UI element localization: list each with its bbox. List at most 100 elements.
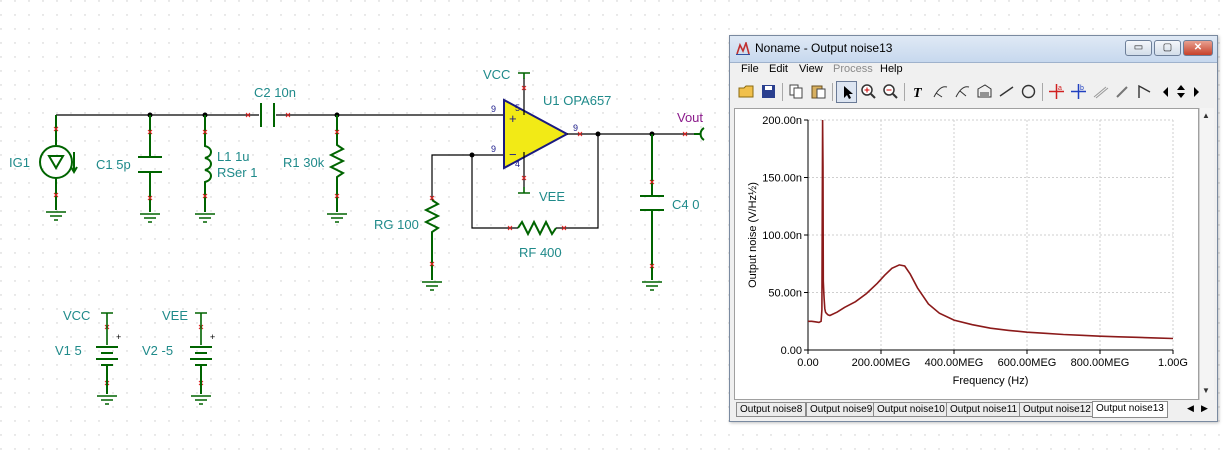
window-title: Noname - Output noise13 bbox=[755, 41, 893, 55]
y-axis-title: Output noise (V/Hz½) bbox=[747, 182, 759, 288]
peak-icon[interactable] bbox=[1134, 81, 1155, 103]
paste-icon[interactable] bbox=[808, 81, 829, 103]
tab-prev-icon[interactable]: ◀ bbox=[1187, 403, 1194, 413]
u1-label: U1 OPA657 bbox=[543, 93, 611, 108]
x-axis-title: Frequency (Hz) bbox=[953, 375, 1029, 387]
current-source-ig1[interactable] bbox=[39, 115, 78, 221]
rf-label: RF 400 bbox=[519, 245, 562, 260]
text-icon[interactable]: T bbox=[908, 81, 929, 103]
curve-label-2-icon[interactable] bbox=[952, 81, 973, 103]
pin-9-plus: 9 bbox=[491, 104, 496, 114]
title-bar[interactable]: Noname - Output noise13 ▭ ▢ ✕ bbox=[730, 36, 1217, 63]
voltage-source-v2[interactable] bbox=[190, 312, 212, 405]
inductor-l1[interactable] bbox=[195, 115, 215, 223]
opamp-u1[interactable] bbox=[503, 78, 598, 187]
x-tick-label: 400.00MEG bbox=[925, 357, 984, 369]
vertical-scrollbar[interactable]: ▲ ▼ bbox=[1199, 108, 1214, 400]
r1-label: R1 30k bbox=[283, 155, 325, 170]
opamp-plus-sign: + bbox=[509, 111, 517, 126]
noise-curve bbox=[808, 119, 1174, 340]
c4-label: C4 0 bbox=[672, 197, 699, 212]
output-noise-window[interactable]: Noname - Output noise13 ▭ ▢ ✕ File Edit … bbox=[729, 35, 1218, 422]
line-icon[interactable] bbox=[996, 81, 1017, 103]
zoom-100-icon[interactable] bbox=[880, 81, 901, 103]
nav-right-icon[interactable] bbox=[1189, 81, 1203, 103]
resistor-rf[interactable] bbox=[517, 219, 557, 237]
tab-output-noise12[interactable]: Output noise12 bbox=[1019, 402, 1095, 417]
v1-vcc-label: VCC bbox=[63, 308, 90, 323]
x-tick-label: 600.00MEG bbox=[998, 357, 1057, 369]
pen-icon[interactable] bbox=[1112, 81, 1133, 103]
c2-label: C2 10n bbox=[254, 85, 296, 100]
capacitor-c1[interactable] bbox=[138, 115, 162, 223]
tab-output-noise9[interactable]: Output noise9 bbox=[806, 402, 877, 417]
pin-5: 5 bbox=[515, 103, 520, 113]
cursor-a-icon[interactable]: a bbox=[1046, 81, 1067, 103]
menu-edit[interactable]: Edit bbox=[769, 63, 788, 75]
tab-output-noise11[interactable]: Output noise11 bbox=[946, 402, 1022, 417]
v2-label: V2 -5 bbox=[142, 343, 173, 358]
pin-4: 4 bbox=[515, 159, 520, 169]
capacitor-c4[interactable] bbox=[640, 134, 664, 291]
ruler-icon[interactable] bbox=[1090, 81, 1111, 103]
x-tick-label: 0.00 bbox=[797, 357, 818, 369]
open-icon[interactable] bbox=[736, 81, 757, 103]
pin-9-out: 9 bbox=[573, 123, 578, 133]
ig1-label: IG1 bbox=[9, 155, 30, 170]
curve-label-icon[interactable] bbox=[930, 81, 951, 103]
tab-output-noise13[interactable]: Output noise13 bbox=[1092, 401, 1168, 418]
v1-plus-sign: + bbox=[116, 332, 121, 342]
y-tick-label: 100.00n bbox=[762, 230, 802, 242]
svg-text:a: a bbox=[1058, 85, 1062, 92]
nav-left-icon[interactable] bbox=[1158, 81, 1172, 103]
c1-label: C1 5p bbox=[96, 157, 131, 172]
maximize-button[interactable]: ▢ bbox=[1154, 40, 1181, 56]
y-tick-label: 150.00n bbox=[762, 173, 802, 185]
minimize-button[interactable]: ▭ bbox=[1125, 40, 1152, 56]
nav-updown-icon[interactable] bbox=[1172, 81, 1188, 103]
hatch-icon[interactable] bbox=[974, 81, 995, 103]
resistor-r1[interactable] bbox=[327, 115, 347, 223]
opamp-minus-sign: − bbox=[509, 147, 517, 162]
capacitor-c2[interactable] bbox=[260, 103, 275, 127]
tab-output-noise8[interactable]: Output noise8 bbox=[736, 402, 807, 417]
scroll-up-icon[interactable]: ▲ bbox=[1202, 111, 1210, 120]
save-icon[interactable] bbox=[758, 81, 779, 103]
y-tick-label: 50.00n bbox=[768, 288, 802, 300]
svg-text:b: b bbox=[1080, 85, 1084, 92]
x-tick-label: 800.00MEG bbox=[1071, 357, 1130, 369]
vout-terminal[interactable] bbox=[694, 127, 705, 141]
tab-nav: ◀ ▶ bbox=[1183, 402, 1213, 417]
close-button[interactable]: ✕ bbox=[1183, 40, 1213, 56]
y-tick-label: 0.00 bbox=[781, 345, 802, 357]
pointer-icon[interactable] bbox=[836, 81, 857, 103]
tab-output-noise10[interactable]: Output noise10 bbox=[873, 402, 949, 417]
resistor-rg[interactable] bbox=[422, 199, 442, 291]
l1-rser-label: RSer 1 bbox=[217, 165, 257, 180]
app-icon bbox=[736, 42, 750, 55]
tab-strip: Output noise8 Output noise9 Output noise… bbox=[734, 401, 1214, 419]
scroll-down-icon[interactable]: ▼ bbox=[1202, 386, 1210, 395]
cursor-b-icon[interactable]: b bbox=[1068, 81, 1089, 103]
zoom-in-icon[interactable] bbox=[858, 81, 879, 103]
menu-help[interactable]: Help bbox=[880, 63, 903, 75]
menu-process[interactable]: Process bbox=[833, 63, 873, 75]
menu-file[interactable]: File bbox=[741, 63, 759, 75]
voltage-source-v1[interactable] bbox=[96, 312, 118, 405]
circle-icon[interactable] bbox=[1018, 81, 1039, 103]
v1-label: V1 5 bbox=[55, 343, 82, 358]
copy-icon[interactable] bbox=[786, 81, 807, 103]
rg-label: RG 100 bbox=[374, 217, 419, 232]
v2-vee-label: VEE bbox=[162, 308, 188, 323]
v2-plus-sign: + bbox=[210, 332, 215, 342]
x-tick-label: 200.00MEG bbox=[852, 357, 911, 369]
x-tick-label: 1.00G bbox=[1158, 357, 1188, 369]
vout-label: Vout bbox=[677, 110, 703, 125]
menu-view[interactable]: View bbox=[799, 63, 823, 75]
l1-label: L1 1u bbox=[217, 149, 250, 164]
tab-next-icon[interactable]: ▶ bbox=[1201, 403, 1208, 413]
menu-bar: File Edit View Process Help bbox=[730, 62, 1217, 79]
toolbar: T a b bbox=[734, 81, 1214, 105]
